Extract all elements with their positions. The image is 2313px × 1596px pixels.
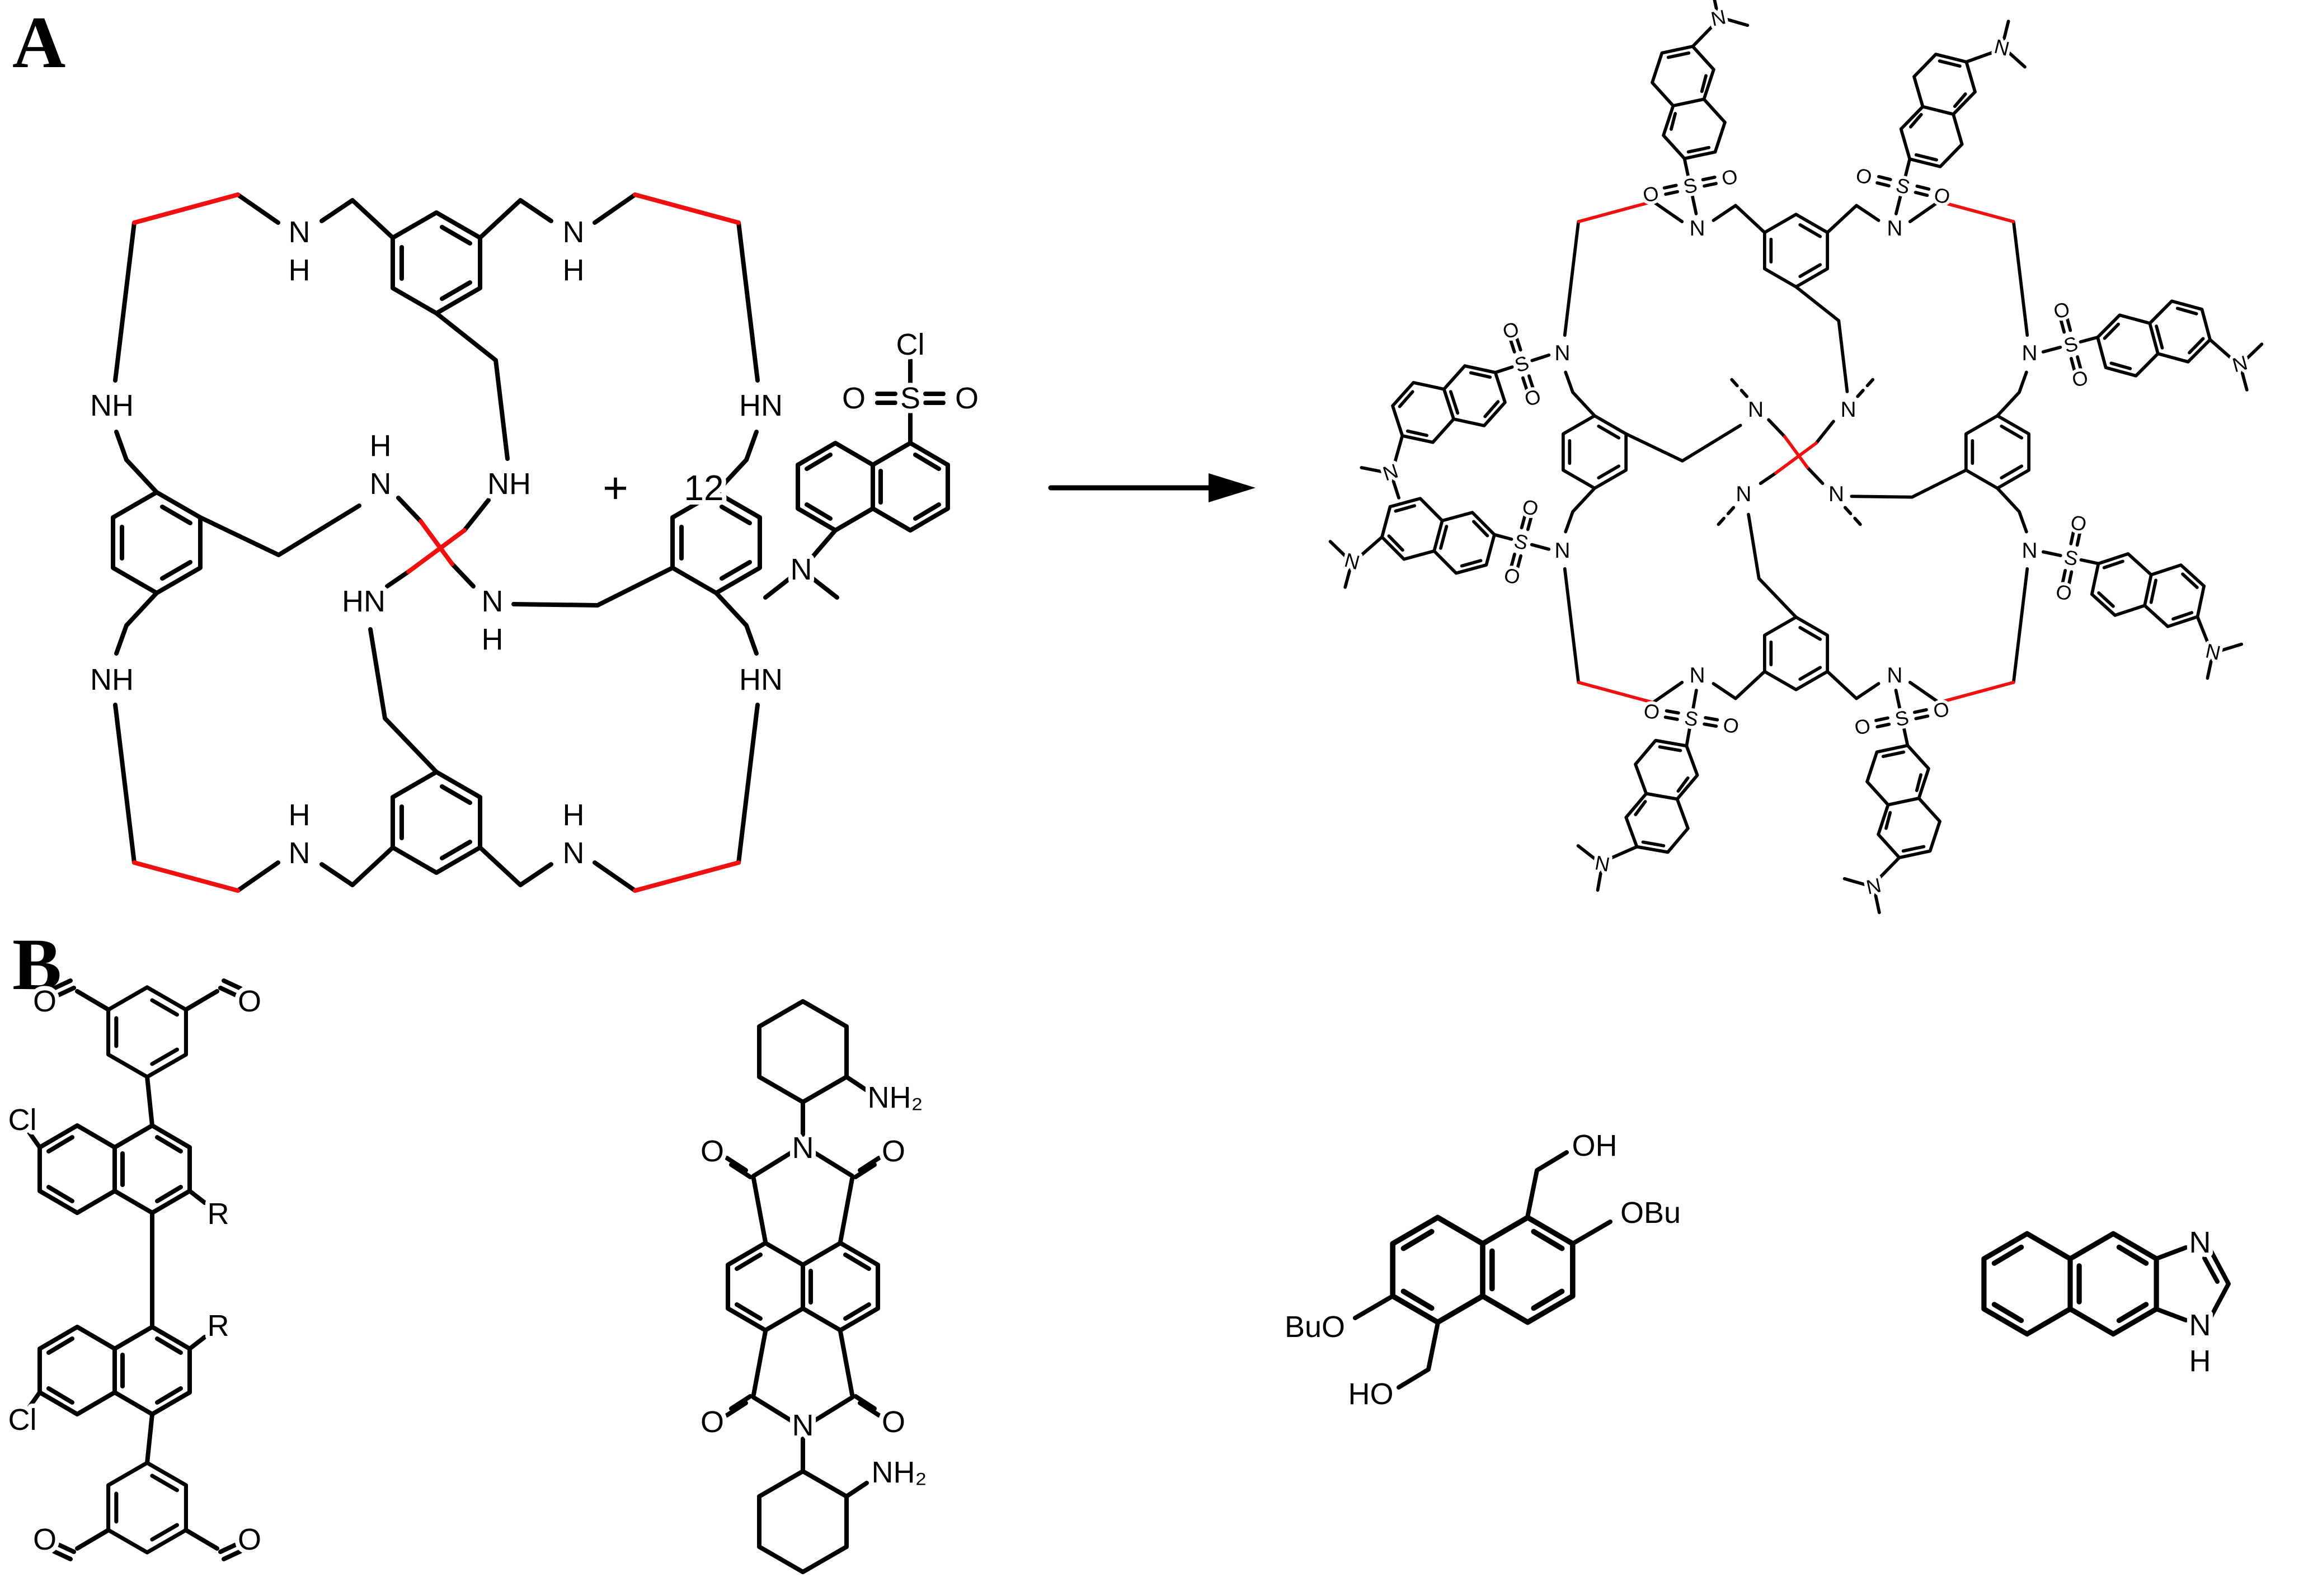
atom-label-n: N bbox=[1554, 539, 1570, 563]
atom-label-n: N bbox=[1554, 341, 1570, 365]
atom-label-o: O bbox=[842, 382, 866, 415]
atom-label-o: O bbox=[701, 1405, 724, 1439]
atom-label-n: N bbox=[1887, 663, 1902, 688]
atom-label-h: H bbox=[370, 429, 392, 463]
atom-label-n: N bbox=[2022, 539, 2038, 563]
atom-label-nh2: NH₂ bbox=[872, 1456, 927, 1489]
atom-label-hn: HN bbox=[342, 585, 386, 618]
atom-label-n: N bbox=[792, 1409, 814, 1442]
atom-label-n: N bbox=[563, 215, 585, 249]
b1-bonds bbox=[27, 978, 243, 1561]
reaction-arrow-icon bbox=[1048, 473, 1256, 502]
atom-label-h: H bbox=[289, 253, 311, 287]
atom-label-h: H bbox=[289, 798, 311, 832]
atom-label-n: N bbox=[370, 467, 392, 501]
panel-b-label: B bbox=[12, 923, 62, 1005]
atom-label-h: H bbox=[563, 798, 585, 832]
ethylene-bridge-red-bonds bbox=[132, 192, 741, 893]
product-core-bonds bbox=[1563, 200, 2029, 704]
stoichiometry-12: 12 bbox=[684, 468, 723, 508]
b4-bonds bbox=[2154, 1245, 2231, 1322]
atom-label-h: H bbox=[563, 253, 585, 287]
atom-label-o: O bbox=[33, 1523, 57, 1556]
product-macrocycle: N N N N N N N N N N N N bbox=[1320, 0, 2272, 918]
atom-label-n: N bbox=[1828, 482, 1844, 506]
atom-label-r: R bbox=[208, 1197, 229, 1231]
atom-label-h: H bbox=[482, 623, 504, 656]
atom-label-n: N bbox=[792, 1131, 814, 1165]
atom-label-nh: NH bbox=[90, 663, 134, 696]
atom-label-o: O bbox=[238, 985, 261, 1018]
atom-label-n: N bbox=[2022, 341, 2038, 365]
atom-label-o: O bbox=[882, 1405, 905, 1439]
atom-label-n: N bbox=[289, 836, 311, 870]
reactant-macrocycle: N H N H NH HN NH HN H N H N H N NH HN N … bbox=[86, 192, 787, 893]
atom-label-n: N bbox=[482, 585, 504, 618]
molecule-naphthoimidazole: N N H bbox=[1984, 1221, 2231, 1382]
atom-label-o: O bbox=[33, 985, 57, 1018]
atom-label-o: O bbox=[701, 1134, 724, 1168]
product-ethylene-red-bonds bbox=[1577, 200, 2015, 704]
atom-label-n: N bbox=[1690, 216, 1705, 241]
atom-label-obu: OBu bbox=[1620, 1196, 1681, 1230]
plus-sign: + bbox=[603, 463, 628, 512]
atom-label-n: N bbox=[1736, 482, 1751, 506]
atom-label-nh: NH bbox=[487, 467, 531, 501]
atom-label-n: N bbox=[1841, 398, 1856, 422]
atom-label-n: N bbox=[289, 215, 311, 249]
macrocycle-bonds bbox=[113, 192, 760, 893]
atom-label-r: R bbox=[208, 1309, 229, 1343]
atom-label-nh: NH bbox=[90, 389, 134, 422]
dansyl-chloride-structure: Cl O S O N bbox=[763, 323, 983, 600]
atom-label-cl: Cl bbox=[8, 1403, 37, 1437]
atom-label-n: N bbox=[563, 836, 585, 870]
inner-n-truncated-bonds bbox=[1714, 374, 1878, 530]
atom-label-n: N bbox=[1887, 216, 1902, 241]
panel-a-label: A bbox=[12, 1, 65, 83]
atom-label-n: N bbox=[791, 553, 812, 586]
atom-label-hn: HN bbox=[739, 389, 783, 422]
atom-label-n: N bbox=[2189, 1308, 2211, 1342]
molecule-naphthalene-diol: OH OBu BuO HO bbox=[1280, 1124, 1685, 1415]
dansyl-chloride-bonds bbox=[763, 358, 946, 600]
atom-label-o: O bbox=[955, 382, 979, 415]
atom-label-cl: Cl bbox=[896, 328, 925, 361]
b3-bonds bbox=[1353, 1150, 1612, 1390]
atom-label-s: S bbox=[900, 382, 920, 415]
molecule-naphthalenediimide: NH₂ O N O O N O NH₂ bbox=[696, 1001, 931, 1572]
atom-label-n: N bbox=[2189, 1226, 2211, 1259]
atom-label-n: N bbox=[1748, 398, 1764, 422]
atom-label-h: H bbox=[2189, 1344, 2211, 1378]
atom-label-n: N bbox=[1690, 663, 1705, 688]
atom-label-oh: OH bbox=[1572, 1129, 1618, 1162]
atom-label-o: O bbox=[238, 1523, 261, 1556]
atom-label-ho: HO bbox=[1348, 1377, 1394, 1411]
molecule-binaphthyl-dialdehyde: O O Cl R R Cl O O bbox=[4, 978, 266, 1561]
b2-bonds bbox=[725, 1075, 881, 1499]
atom-label-nh2: NH₂ bbox=[868, 1081, 923, 1114]
atom-label-buo: BuO bbox=[1285, 1310, 1345, 1344]
atom-label-o: O bbox=[882, 1134, 905, 1168]
atom-label-hn: HN bbox=[739, 663, 783, 696]
atom-label-cl: Cl bbox=[8, 1103, 37, 1137]
